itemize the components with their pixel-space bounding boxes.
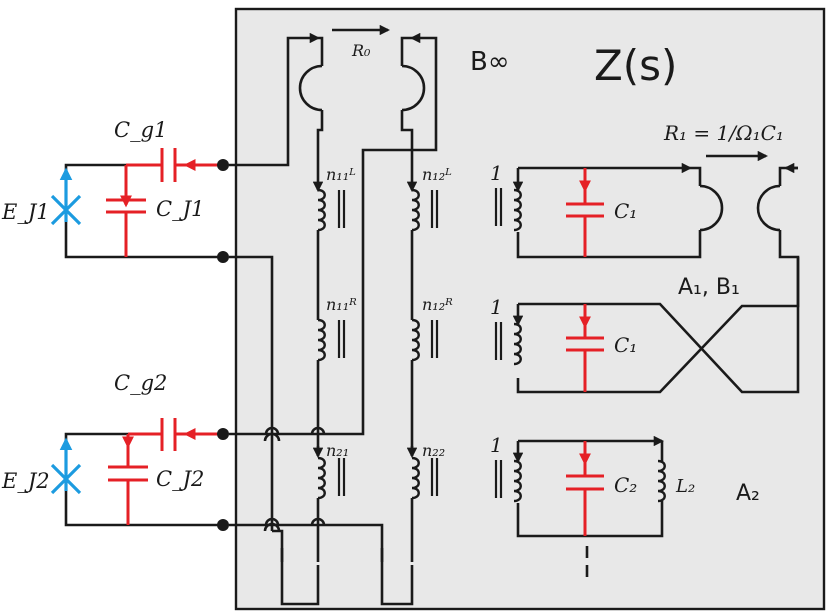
- label-c2: C₂: [614, 473, 637, 497]
- qubit-2: [50, 418, 229, 531]
- label-r0: R₀: [351, 41, 371, 60]
- circulator-r0: [298, 24, 426, 178]
- transformer-column-left: [312, 178, 346, 565]
- node-q1-top: [217, 159, 229, 171]
- label-n21: n₂₁: [326, 441, 349, 460]
- box-title: Z(s): [594, 41, 677, 90]
- qubit-1: [50, 148, 229, 263]
- gate-capacitor-1: [126, 148, 222, 182]
- josephson-junction-2: [50, 463, 82, 495]
- label-n12L: n₁₂ᴸ: [422, 165, 452, 184]
- label-ratio-1: 1: [490, 161, 503, 185]
- label-b-infinity: B∞: [470, 47, 510, 77]
- label-n11L: n₁₁ᴸ: [326, 165, 356, 184]
- label-n11R: n₁₁ᴿ: [326, 295, 357, 314]
- label-ratio-3: 1: [490, 433, 503, 457]
- label-r1: R₁ = 1/Ω₁C₁: [663, 121, 784, 145]
- label-a1-b1: A₁, B₁: [678, 275, 740, 300]
- junction-capacitor-1: [106, 165, 146, 257]
- label-cj1: C_J1: [156, 197, 204, 221]
- label-cg1: C_g1: [114, 118, 167, 142]
- mode-a1-b1-top: [494, 150, 800, 394]
- node-q1-bottom: [217, 251, 229, 263]
- label-ratio-2: 1: [490, 295, 503, 319]
- mode-a1-b1-middle: [494, 257, 800, 394]
- josephson-junction-1: [50, 194, 82, 226]
- label-n12R: n₁₂ᴿ: [422, 295, 453, 314]
- label-a2: A₂: [736, 481, 760, 506]
- impedance-box: [234, 7, 826, 611]
- junction-capacitor-2: [108, 434, 148, 525]
- label-ej1: E_J1: [1, 200, 50, 224]
- label-n22: n₂₂: [422, 441, 445, 460]
- label-c1-mid: C₁: [614, 333, 637, 357]
- label-l2: L₂: [675, 476, 695, 497]
- label-cg2: C_g2: [114, 371, 167, 395]
- node-q2-top: [217, 428, 229, 440]
- mode-a2: [494, 435, 666, 580]
- gate-capacitor-2: [128, 418, 222, 451]
- port-wiring: [229, 32, 438, 606]
- label-ej2: E_J2: [1, 469, 50, 493]
- label-c1-top: C₁: [614, 199, 637, 223]
- transformer-column-right: [406, 178, 439, 565]
- label-cj2: C_J2: [156, 467, 204, 491]
- node-q2-bottom: [217, 519, 229, 531]
